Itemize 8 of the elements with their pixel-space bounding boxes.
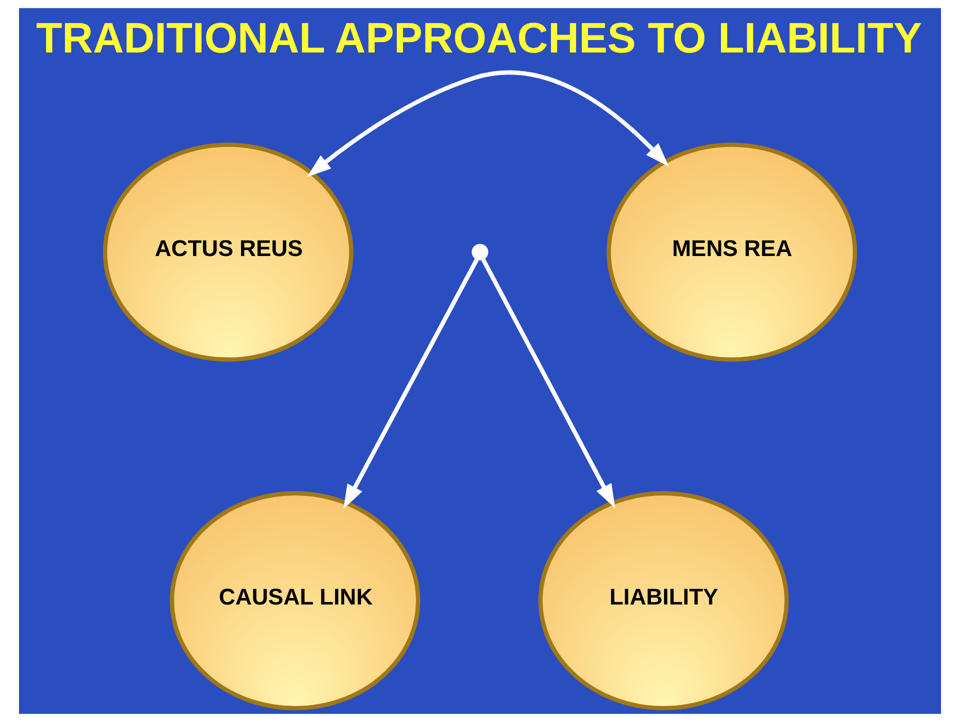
diagram-title: TRADITIONAL APPROACHES TO LIABILITY <box>36 14 922 62</box>
arrow <box>480 256 615 508</box>
node-ellipse: ACTUS REUS <box>102 142 353 362</box>
arrow <box>306 70 668 178</box>
node-ellipse: CAUSAL LINK <box>169 491 420 710</box>
node-ellipse: LIABILITY <box>538 491 788 710</box>
node-point <box>471 244 488 260</box>
arrow <box>342 256 480 509</box>
